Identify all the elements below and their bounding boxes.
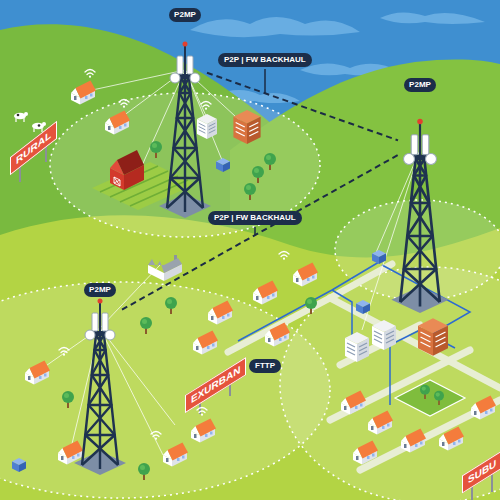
leader-line (264, 69, 266, 93)
street-cabinet (356, 300, 370, 314)
tree (244, 183, 256, 200)
backhaul-link (122, 155, 398, 310)
network-label: FTTP (249, 359, 281, 373)
link-label: P2P | FW BACKHAUL (218, 53, 312, 67)
tower-label: P2MP (84, 283, 116, 297)
tree (150, 141, 162, 158)
tower-label: P2MP (169, 8, 201, 22)
house (163, 443, 188, 467)
cow (14, 112, 28, 122)
house (71, 81, 96, 105)
wifi-symbol (279, 252, 289, 260)
link-label: P2P | FW BACKHAUL (208, 211, 302, 225)
tree (62, 391, 74, 408)
house (368, 411, 393, 435)
tower (391, 119, 448, 313)
office-building (345, 332, 369, 362)
radio-link (40, 70, 420, 455)
road (228, 264, 500, 470)
house (105, 111, 130, 135)
tower (159, 42, 211, 219)
cloud (190, 17, 360, 37)
wifi-symbol (119, 100, 129, 108)
house (253, 281, 278, 305)
cow (38, 124, 41, 127)
house (401, 429, 426, 453)
brick-building (418, 318, 448, 356)
street-cabinet (216, 158, 230, 172)
cow (16, 118, 24, 122)
factory (148, 255, 182, 281)
house (439, 427, 464, 451)
barn (114, 177, 120, 186)
tower-node: P2MP (163, 3, 207, 82)
street-cabinet (12, 458, 26, 472)
tree (264, 153, 276, 170)
tree (140, 317, 152, 334)
office-building (372, 320, 396, 350)
barn (117, 150, 144, 175)
tree (165, 297, 177, 314)
wifi-symbol (201, 102, 211, 110)
park (395, 380, 465, 416)
fiber-line (332, 290, 352, 340)
backhaul-link (207, 73, 398, 141)
tree (420, 385, 430, 399)
tower-node: P2MP (398, 73, 442, 160)
fiber-line (238, 262, 379, 341)
house (265, 323, 290, 347)
house (353, 441, 378, 465)
house (191, 419, 216, 443)
house (208, 301, 233, 325)
cow (42, 122, 46, 126)
wifi-symbol (85, 70, 95, 78)
cloud (380, 12, 485, 24)
coverage-area (280, 267, 500, 500)
tree (138, 463, 150, 480)
tree (434, 391, 444, 405)
barn (110, 150, 144, 190)
tower-label: P2MP (404, 78, 436, 92)
wifi-symbol (197, 408, 207, 416)
wifi-symbol (59, 348, 69, 356)
tree (305, 297, 317, 314)
school-building (233, 110, 260, 144)
cow (24, 112, 28, 116)
wifi-symbol (151, 432, 161, 440)
house (471, 396, 496, 420)
tower (74, 299, 126, 476)
house (25, 361, 50, 385)
coverage-area (0, 93, 500, 500)
tree (252, 166, 264, 183)
cow (34, 128, 42, 132)
house (193, 331, 218, 355)
leader-line (254, 227, 256, 235)
radio-link (83, 70, 248, 170)
cow (17, 114, 20, 117)
tower-node: P2MP (78, 278, 122, 340)
house (293, 263, 318, 287)
house (341, 391, 366, 415)
office-building (197, 114, 217, 139)
street-cabinet (372, 250, 386, 264)
